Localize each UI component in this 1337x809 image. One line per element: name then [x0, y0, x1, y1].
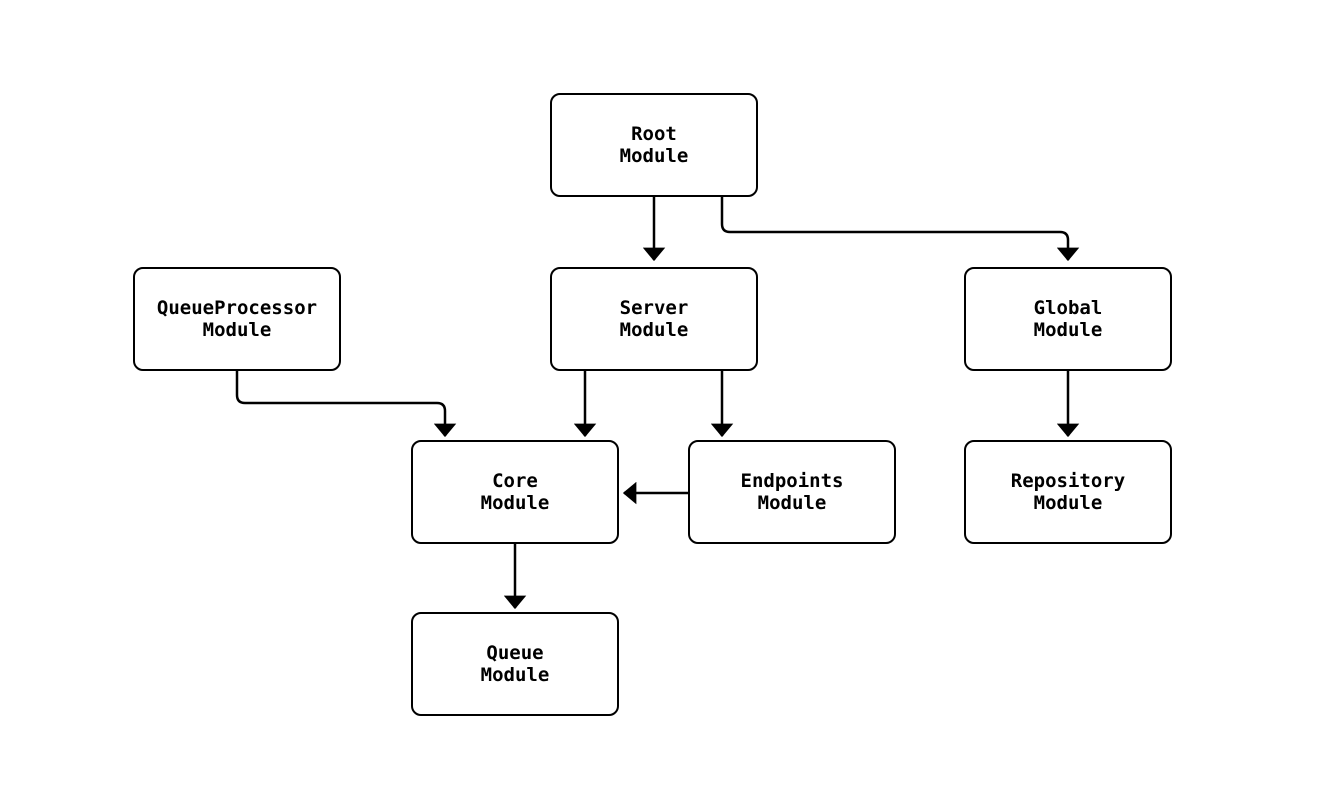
node-endpoints-module-label: Endpoints Module — [740, 470, 844, 514]
node-queue-module: Queue Module — [411, 612, 619, 716]
node-core-module: Core Module — [411, 440, 619, 544]
edge-root-to-global — [720, 197, 1080, 262]
node-queue-module-label: Queue Module — [480, 642, 550, 686]
node-endpoints-module: Endpoints Module — [688, 440, 896, 544]
node-global-module-label: Global Module — [1033, 297, 1103, 341]
node-server-module-label: Server Module — [619, 297, 689, 341]
node-root-module-label: Root Module — [619, 123, 689, 167]
node-core-module-label: Core Module — [480, 470, 550, 514]
node-queueprocessor-module-label: QueueProcessor Module — [156, 297, 318, 341]
edge-queueprocessor-to-core — [235, 371, 457, 438]
node-root-module: Root Module — [550, 93, 758, 197]
node-global-module: Global Module — [964, 267, 1172, 371]
node-server-module: Server Module — [550, 267, 758, 371]
node-queueprocessor-module: QueueProcessor Module — [133, 267, 341, 371]
node-repository-module: Repository Module — [964, 440, 1172, 544]
node-repository-module-label: Repository Module — [1010, 470, 1126, 514]
